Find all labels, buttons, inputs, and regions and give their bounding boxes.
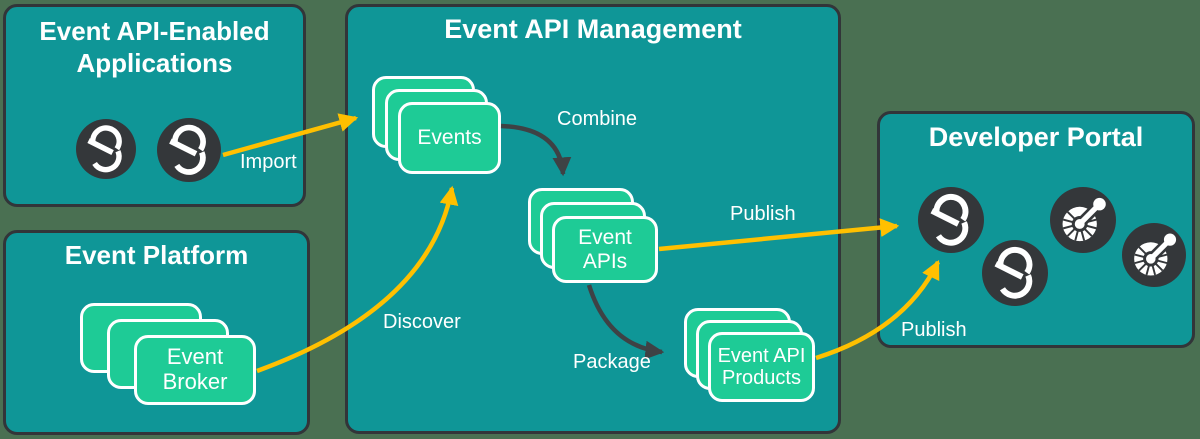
event-broker-label: Event Broker xyxy=(162,344,228,394)
package-arrow-label: Package xyxy=(573,351,651,373)
import-arrow-label: Import xyxy=(240,151,297,173)
combine-arrow-label: Combine xyxy=(557,108,638,130)
event-apis-label: Event APIs xyxy=(578,225,632,273)
panel-title-event-platform: Event Platform xyxy=(64,240,249,270)
panel-title-api-management: Event API Management xyxy=(444,14,742,44)
panel-title-applications: Event API-Enabled Applications xyxy=(39,16,270,78)
solace-app-icon xyxy=(157,118,221,182)
event-broker-card-front: Event Broker xyxy=(134,335,256,405)
event-api-products-card-front: Event API Products xyxy=(708,332,815,402)
events-card-front: Events xyxy=(398,102,501,174)
event-apis-card-front: Event APIs xyxy=(552,216,658,283)
openapi-portal-icon xyxy=(1050,187,1116,253)
panel-title-developer-portal: Developer Portal xyxy=(928,122,1144,152)
event-api-products-label: Event API Products xyxy=(717,344,806,389)
discover-arrow-label: Discover xyxy=(383,311,461,333)
solace-portal-icon xyxy=(982,240,1048,306)
openapi-portal-icon xyxy=(1122,223,1186,287)
panel-event-api-enabled-applications xyxy=(3,4,306,207)
publish-apis-arrow-label: Publish xyxy=(730,203,796,225)
publish-products-arrow-label: Publish xyxy=(901,319,967,341)
solace-app-icon xyxy=(76,119,136,179)
solace-portal-icon xyxy=(918,187,984,253)
events-label: Events xyxy=(417,126,482,150)
